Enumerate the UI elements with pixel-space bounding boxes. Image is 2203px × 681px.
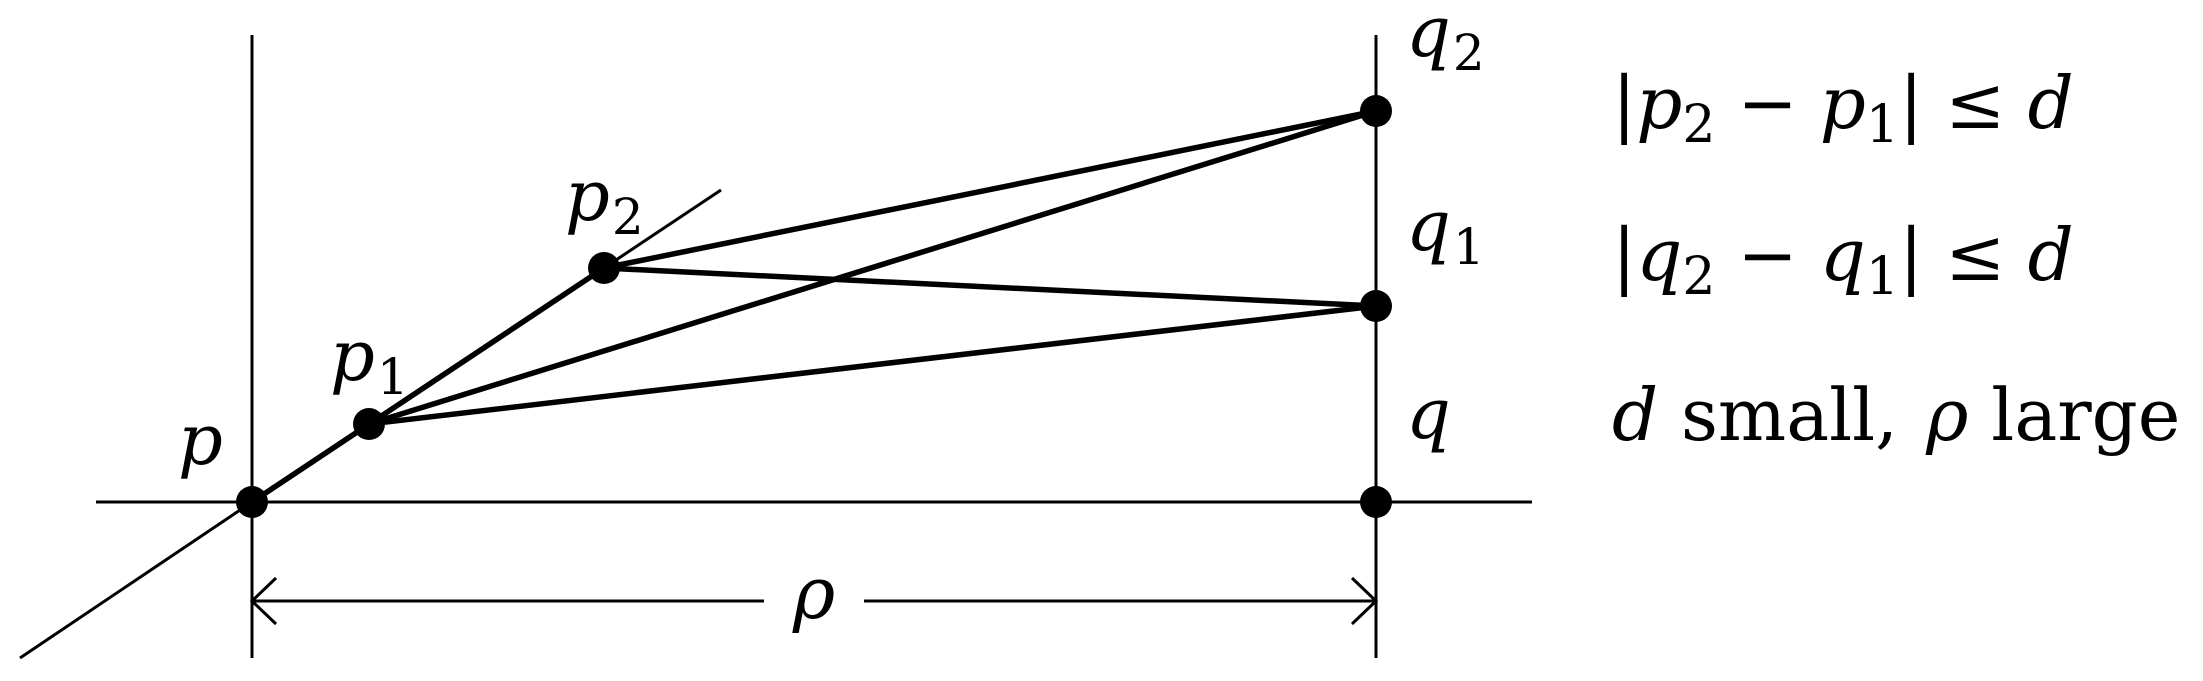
segment-p2-q2: [603, 108, 1377, 271]
condition-q-distance: |q2−q1|≤d: [1612, 213, 2074, 307]
segment-p-p2: [250, 265, 606, 505]
point-q2: [1360, 95, 1392, 127]
label-rho: ρ: [792, 551, 835, 635]
rho-arrowhead-right: [1350, 576, 1379, 626]
point-q1: [1360, 290, 1392, 322]
condition-d-rho-size: d small,ρ large: [1612, 373, 2180, 457]
ray-lower-extension: [19, 500, 253, 660]
point-p1: [353, 408, 385, 440]
ray-upper-extension: [603, 188, 722, 270]
point-q: [1360, 486, 1392, 518]
rho-arrowhead-left: [249, 576, 278, 626]
condition-p-distance: |p2−p1|≤d: [1612, 61, 2074, 155]
point-p2: [588, 252, 620, 284]
segment-p1-q1: [368, 303, 1377, 427]
label-q1: q1: [1406, 185, 1485, 276]
segment-p2-q1: [603, 265, 1377, 309]
point-p: [236, 486, 268, 518]
segment-p1-q2: [368, 108, 1377, 427]
label-p1: p1: [330, 315, 409, 406]
label-q: q: [1406, 373, 1451, 455]
label-q2: q2: [1406, 0, 1485, 82]
label-p: p: [178, 399, 223, 481]
label-p2: p2: [565, 155, 644, 246]
